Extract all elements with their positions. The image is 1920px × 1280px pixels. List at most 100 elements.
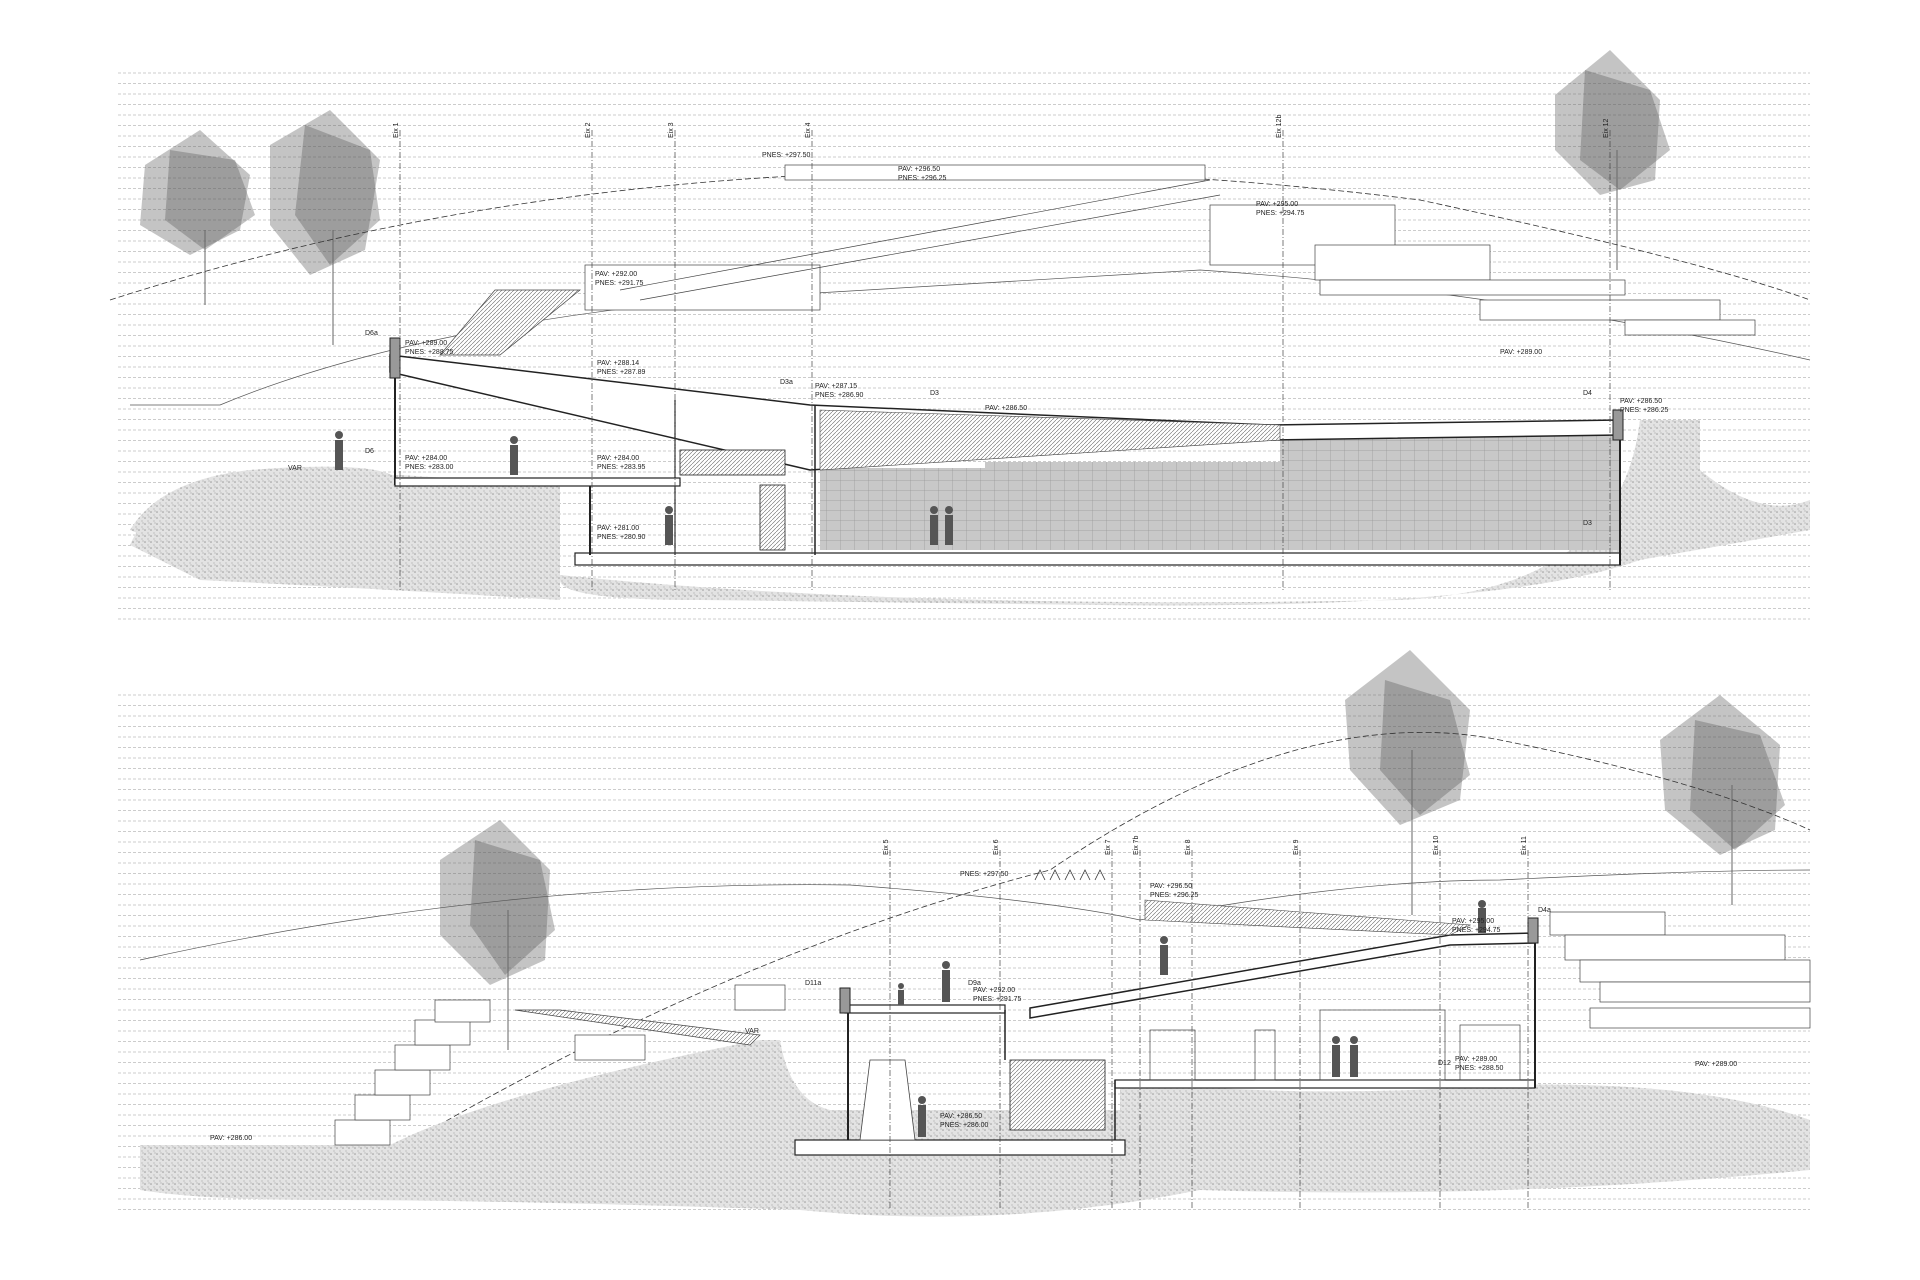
landscape-steps (334, 911, 1811, 1146)
canteen-counter (679, 449, 786, 476)
axis-label: Eix 7b (1133, 835, 1140, 855)
level-label: PNES: +283.95 (597, 464, 646, 471)
bottom-level-labels: PNES: +297.50 PAV: +296.50 PNES: +296.25… (210, 871, 1737, 1142)
ramp-roof (1029, 932, 1536, 1019)
level-label: PNES: +291.75 (973, 996, 1022, 1003)
level-label: PAV: +284.00 (597, 455, 639, 462)
level-label: PNES: +296.25 (898, 175, 947, 182)
axis-label: Eix 2 (585, 122, 592, 138)
level-label: PAV: +295.00 (1452, 918, 1494, 925)
level-label: PAV: +286.50 (985, 405, 1027, 412)
ramp-balustrade (1144, 899, 1472, 936)
tree-symbol-row (1034, 869, 1106, 881)
upper-grille-wall (1280, 435, 1620, 550)
level-label: PAV: +284.00 (405, 455, 447, 462)
axis-label: Eix 4 (805, 122, 812, 138)
level-label: PNES: +291.75 (595, 280, 644, 287)
axis-label: Eix 10 (1433, 835, 1440, 855)
landscape-terraces (439, 164, 1756, 356)
detail-mark: D11a (805, 980, 821, 987)
level-label: PNES: +280.90 (597, 534, 646, 541)
level-label: PNES: +287.89 (597, 369, 646, 376)
top-building (389, 337, 1624, 566)
level-label: PAV: +295.00 (1256, 201, 1298, 208)
level-label: PNES: +296.25 (1150, 892, 1199, 899)
level-label: PNES: +297.50 (762, 152, 811, 159)
roof-parapet (839, 987, 851, 1014)
bottom-building (794, 899, 1539, 1156)
bottom-section: Eix 5 Eix 6 Eix 7 Eix 7b Eix 8 Eix 9 Eix… (118, 650, 1811, 1217)
level-label: PAV: +287.15 (815, 383, 857, 390)
roof-parapet (1527, 917, 1539, 944)
soil-fill (130, 475, 560, 600)
detail-mark: D3 (1583, 520, 1592, 527)
tree-icon (440, 820, 555, 1050)
soil-fill (140, 1040, 1810, 1217)
level-label: PAV: +296.50 (898, 166, 940, 173)
axis-label: Eix 11 (1521, 836, 1528, 855)
detail-mark: D4a (1538, 907, 1551, 914)
door-frame (1254, 1029, 1276, 1081)
detail-mark: D3 (930, 390, 939, 397)
detail-mark: D3a (780, 379, 793, 386)
level-label: PNES: +294.75 (1256, 210, 1305, 217)
var-label: VAR (745, 1028, 759, 1035)
top-axis-labels: Eix 1 Eix 2 Eix 3 Eix 4 Eix 12b Eix 12 (393, 115, 1610, 138)
axis-label: Eix 1 (393, 122, 400, 138)
hill-profile-line (329, 732, 1811, 1191)
level-label: PNES: +288.50 (1455, 1065, 1504, 1072)
door-frame (1319, 1009, 1446, 1081)
tree-icon (140, 130, 255, 305)
bottom-axis-labels: Eix 5 Eix 6 Eix 7 Eix 7b Eix 8 Eix 9 Eix… (883, 835, 1528, 855)
level-label: PNES: +294.75 (1452, 927, 1501, 934)
upper-roof-slab (844, 1004, 1006, 1014)
level-label: PNES: +297.50 (960, 871, 1009, 878)
level-label: PAV: +292.00 (595, 271, 637, 278)
level-label: PAV: +292.00 (973, 987, 1015, 994)
auditorium-seating (819, 409, 1281, 471)
tree-icon (270, 110, 380, 345)
lower-floor-slab (1114, 1079, 1536, 1089)
level-label: PAV: +281.00 (597, 525, 639, 532)
person-icon (335, 431, 953, 545)
level-label: PNES: +283.00 (405, 464, 454, 471)
top-section: Eix 1 Eix 2 Eix 3 Eix 4 Eix 12b Eix 12 P… (109, 50, 1811, 620)
detail-mark: D9a (968, 980, 981, 987)
axis-label: Eix 8 (1185, 839, 1192, 855)
top-level-labels: PNES: +297.50 PAV: +296.50 PNES: +296.25… (288, 152, 1669, 541)
var-label: VAR (288, 465, 302, 472)
level-label: PAV: +289.00 (1455, 1056, 1497, 1063)
axis-label: Eix 3 (668, 122, 675, 138)
lower-hall-slab (574, 552, 1621, 566)
level-label: PAV: +286.50 (940, 1113, 982, 1120)
door-frame (1149, 1029, 1196, 1081)
level-label: PNES: +288.75 (405, 349, 454, 356)
level-label: PAV: +289.00 (1500, 349, 1542, 356)
level-label: PAV: +286.50 (1620, 398, 1662, 405)
level-label: PAV: +289.00 (1695, 1061, 1737, 1068)
level-label: PNES: +286.25 (1620, 407, 1669, 414)
tree-icon (1660, 695, 1785, 905)
level-label: PAV: +286.00 (210, 1135, 252, 1142)
sculpture-block (859, 1059, 916, 1141)
level-label: PNES: +286.00 (940, 1122, 989, 1129)
door-frame (1459, 1024, 1521, 1081)
tree-icon (1555, 50, 1670, 270)
axis-label: Eix 9 (1293, 839, 1300, 855)
entrance-floor-slab (394, 477, 681, 487)
stair-block (759, 484, 786, 551)
detail-mark: D6a (365, 330, 378, 337)
detail-mark: D6 (365, 448, 374, 455)
stair-block (1009, 1059, 1106, 1131)
level-label: PAV: +289.00 (405, 340, 447, 347)
axis-label: Eix 6 (993, 839, 1000, 855)
level-label: PAV: +288.14 (597, 360, 639, 367)
axis-label: Eix 12b (1276, 115, 1283, 138)
axis-label: Eix 7 (1105, 839, 1112, 855)
ground-line (139, 869, 1811, 961)
basement-slab (794, 1139, 1126, 1156)
detail-mark: D12 (1438, 1060, 1451, 1067)
axis-label: Eix 5 (883, 839, 890, 855)
level-label: PNES: +286.90 (815, 392, 864, 399)
